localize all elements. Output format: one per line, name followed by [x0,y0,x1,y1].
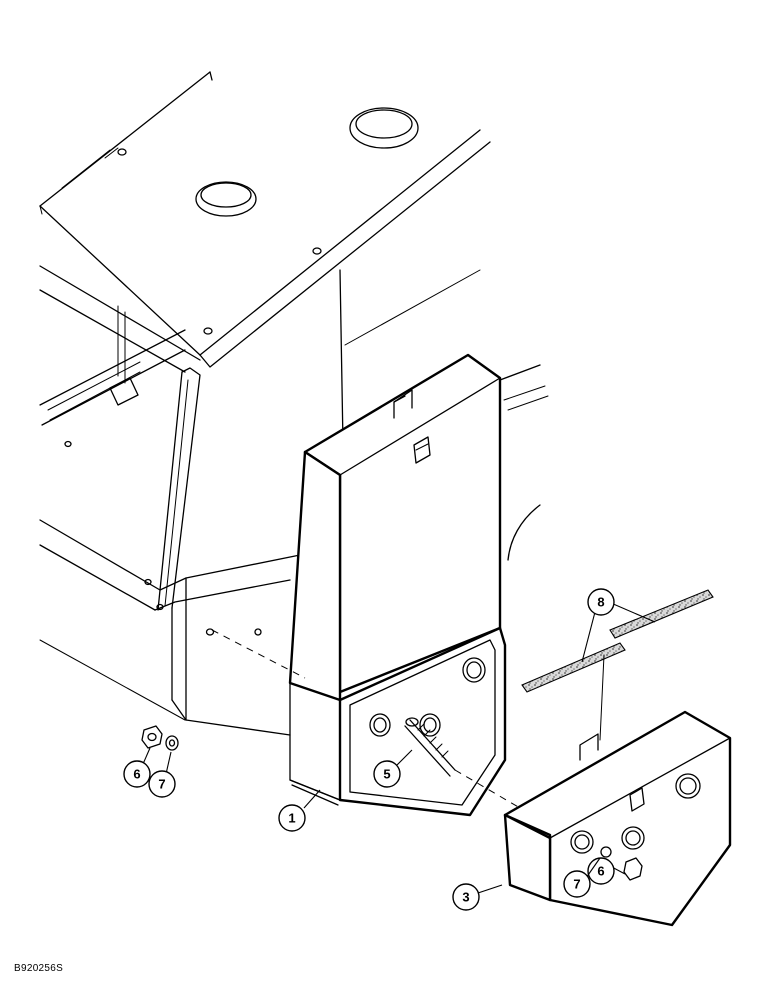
callout-7-left: 7 [148,751,176,798]
callout-6-right: 6 [587,857,626,885]
alignment-lines [211,629,521,809]
callout-8: 8 [581,588,656,663]
callout-label: 6 [133,767,140,782]
callout-label: 8 [597,595,604,610]
washer-right [600,846,612,858]
callout-label: 1 [288,811,295,826]
washer-left [165,735,179,751]
deck-opening [195,181,257,217]
counterweight-left [288,353,507,817]
callout-label: 5 [383,767,390,782]
callout-label: 7 [158,777,165,792]
deck-opening [349,107,419,149]
callout-label: 7 [573,877,580,892]
counterweight-right [503,710,732,927]
callout-label: 6 [597,864,604,879]
nut-left [141,725,163,749]
callout-label: 3 [462,890,469,905]
nut-right [623,857,643,881]
callout-1: 1 [278,789,321,832]
callout-6-left: 6 [123,747,151,788]
figure-code: B920256S [14,963,64,974]
machine-frame [39,71,549,736]
anti-slip-strips [521,589,714,741]
callout-3: 3 [452,883,503,911]
callout-7-right: 7 [563,857,601,898]
stud [404,717,456,777]
callout-5: 5 [373,749,413,788]
